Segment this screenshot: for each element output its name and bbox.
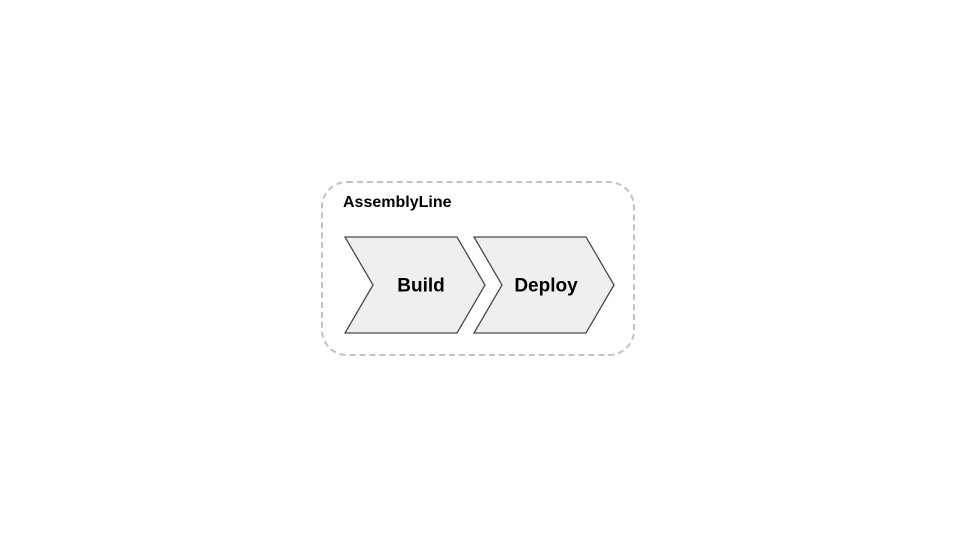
- group-label: AssemblyLine: [343, 194, 452, 211]
- chevron-deploy-shape: [472, 236, 615, 334]
- chevron-build-label: Build: [397, 276, 445, 297]
- chevron-deploy-label: Deploy: [514, 276, 578, 297]
- pipeline-shapes: Build Deploy: [343, 236, 615, 334]
- chevron-build-shape: [343, 236, 486, 334]
- assembly-line-container: AssemblyLine Build Deploy: [321, 181, 635, 356]
